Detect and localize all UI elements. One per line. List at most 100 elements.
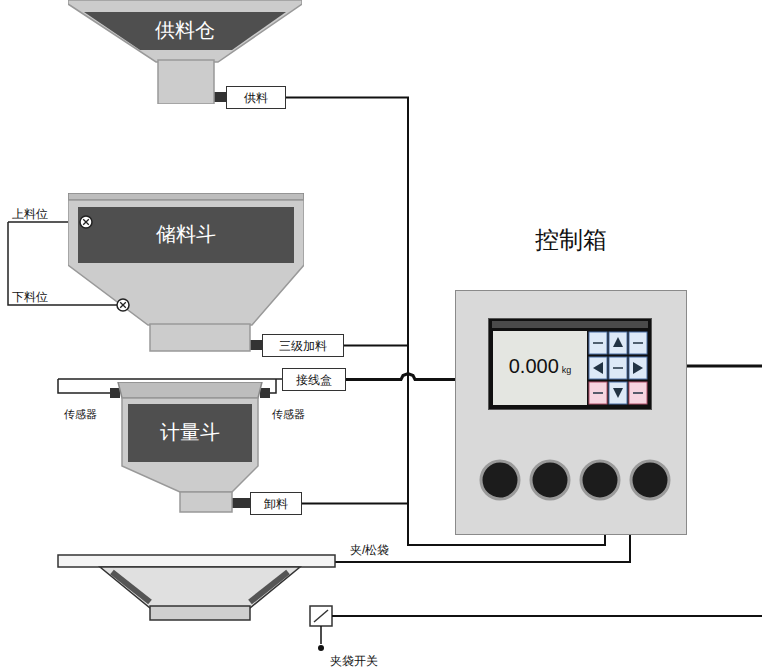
display-reading: kg	[562, 365, 572, 375]
outline-group	[68, 0, 302, 62]
outline-part	[110, 388, 120, 398]
switch-stem	[320, 626, 322, 644]
actuator-box: 供料	[226, 86, 286, 109]
outline-group	[118, 382, 262, 398]
actuator-box: 卸料	[250, 492, 302, 515]
actuator-box: 三级加料	[262, 334, 344, 357]
title-holder: 储料斗	[156, 222, 216, 248]
junction-box: 接线盒	[282, 368, 346, 391]
level-sensor	[117, 299, 129, 311]
outline-group	[68, 193, 304, 200]
clamp-wire	[335, 535, 630, 562]
keypad-key	[609, 382, 627, 404]
bag-clamp-frame	[58, 555, 335, 567]
title-holder: 计量斗	[160, 420, 220, 446]
outline-part	[158, 60, 214, 104]
outline-part	[180, 492, 232, 512]
level-label: 上料位	[12, 204, 48, 223]
keypad-key	[629, 332, 647, 354]
outline-group	[78, 207, 294, 263]
outline-group	[260, 388, 270, 398]
keypad-key	[629, 357, 647, 379]
keypad-key	[609, 357, 627, 379]
outline-part	[68, 193, 304, 200]
key-arrow	[613, 388, 623, 398]
screen-header	[492, 321, 648, 328]
switch-lever	[314, 610, 328, 622]
outline-part	[150, 324, 250, 351]
hopper-title: 储料斗	[156, 222, 216, 246]
outline-group	[128, 404, 252, 462]
outline-group	[120, 302, 126, 308]
box-label: 接线盒	[296, 372, 332, 388]
sensor-label: 传感器	[64, 407, 97, 422]
panel-heading: 控制箱	[455, 222, 687, 258]
box-label: 三级加料	[279, 338, 327, 354]
switch-label: 夹袋开关	[330, 653, 378, 670]
clamp-jaw	[250, 572, 288, 602]
box-label: 供料	[244, 90, 268, 106]
switch-label: 夹袋开关	[330, 651, 378, 670]
outline-part	[118, 382, 262, 398]
clamp-jaw	[112, 572, 150, 602]
switch-terminal	[318, 645, 324, 651]
outline-group	[122, 398, 258, 492]
level-sensor-cross	[120, 302, 126, 308]
bag-clamp-spout	[150, 606, 250, 620]
key-arrow	[633, 362, 643, 374]
signal-wire	[346, 374, 455, 380]
outline-part	[84, 12, 286, 50]
title-holder: 供料仓	[155, 18, 215, 44]
lcd-panel: 0.000kg	[493, 331, 587, 405]
panel-title: 控制箱	[535, 225, 607, 255]
signal-label: 夹/松袋	[350, 540, 389, 559]
hopper-title: 计量斗	[160, 420, 220, 444]
signal-label: 夹/松袋	[350, 542, 389, 559]
cable-plug	[214, 92, 226, 102]
control-button	[631, 461, 669, 499]
lcd-screen: 0.000kg	[488, 318, 652, 410]
outline-part	[128, 404, 252, 462]
storage-hopper: 储料斗	[68, 193, 304, 353]
control-button	[581, 461, 619, 499]
keypad-key	[589, 357, 607, 379]
outline-group	[180, 492, 232, 512]
outline-part	[122, 398, 258, 492]
keypad-key	[609, 332, 627, 354]
outline-part	[78, 207, 294, 263]
sensor-label: 传感器	[272, 407, 305, 422]
level-label: 下料位	[12, 287, 48, 306]
outline-part	[260, 388, 270, 398]
hopper-title: 供料仓	[155, 18, 215, 42]
control-box: 控制箱 0.000kg	[455, 222, 687, 535]
outline-group	[83, 219, 89, 225]
key-mark	[593, 343, 643, 393]
outline-group	[117, 299, 129, 311]
keypad-key	[629, 382, 647, 404]
sensor-label: 传感器	[272, 404, 305, 422]
output-wire	[687, 365, 762, 368]
key-arrow	[593, 362, 603, 374]
outline-group	[84, 12, 286, 50]
level-label: 下料位	[12, 289, 48, 306]
level-sensor	[80, 216, 92, 228]
outline-group	[68, 200, 304, 325]
key-arrow	[613, 337, 623, 347]
box-label: 卸料	[264, 496, 288, 512]
outline-group	[158, 60, 214, 104]
sensor-label: 传感器	[64, 404, 97, 422]
bag-clamp-funnel	[100, 567, 300, 608]
outline-group	[150, 324, 250, 351]
cable-plug	[232, 498, 250, 508]
switch-symbol	[310, 606, 332, 626]
display-reading: 0.000	[509, 355, 559, 378]
keypad-key	[589, 332, 607, 354]
weigh-hopper: 计量斗	[110, 382, 270, 514]
control-button	[481, 461, 519, 499]
cable-plug	[250, 340, 262, 350]
keypad-key	[589, 382, 607, 404]
level-label: 上料位	[12, 206, 48, 223]
